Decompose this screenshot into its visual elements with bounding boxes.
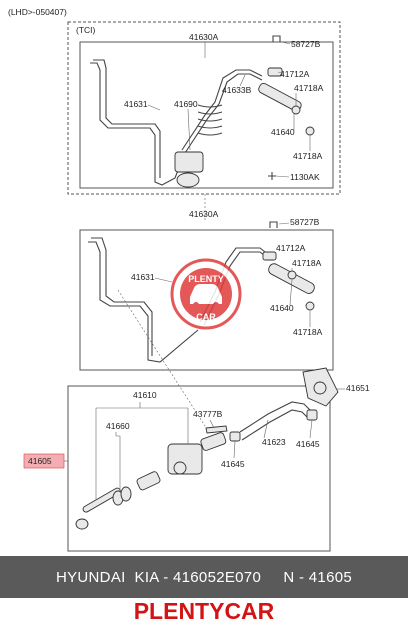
boot-ring-2 (120, 486, 132, 502)
header-note: (LHD>-050407) (8, 7, 67, 17)
callout-41718a-top-2: 41718A (293, 151, 323, 161)
top-pipe-right-outer (184, 73, 263, 154)
lower-fitting (229, 431, 241, 442)
mid-clip (269, 221, 278, 228)
lower-frame (67, 385, 331, 552)
top-washer-2 (305, 126, 315, 136)
callout-41690-top: 41690 (174, 99, 198, 109)
parts-diagram: (LHD>-050407) (TCI) 41630A 58727B 41712A… (8, 7, 370, 552)
callout-41623: 41623 (262, 437, 286, 447)
callout-43777b: 43777B (193, 409, 223, 419)
top-cylinder-body (174, 151, 204, 173)
mid-connector (262, 251, 277, 261)
top-bolt (268, 172, 276, 180)
callout-58727b-mid: 58727B (290, 217, 320, 227)
callout-41630a-mid: 41630A (189, 209, 219, 219)
lower-hose-end (306, 409, 318, 421)
mid-pipe-long-outer (91, 237, 153, 356)
bracket-plate-hole (313, 381, 327, 395)
callout-1130ak-top: 1130AK (290, 172, 320, 182)
callout-41633b-top: 41633B (222, 85, 252, 95)
lower-hose (239, 401, 313, 433)
callout-41718a-mid-2: 41718A (293, 327, 323, 337)
callout-41631-top: 41631 (124, 99, 148, 109)
top-inner-frame (79, 41, 334, 189)
top-coil (197, 104, 223, 136)
top-pipe-long-outer (93, 59, 161, 178)
top-pipe-right (181, 69, 263, 151)
top-cylinder-base (176, 172, 200, 188)
push-rod-eye (75, 518, 89, 530)
slave-cylinder-port (173, 461, 187, 475)
callout-58727b-top: 58727B (291, 39, 321, 49)
callout-41610: 41610 (133, 390, 157, 400)
tci-frame (67, 21, 341, 195)
watermark-top-word: PLENTY (188, 274, 224, 284)
callout-41630a-top: 41630A (189, 32, 219, 42)
plentycar-watermark: PLENTY CAR (170, 258, 242, 330)
callout-41640-mid: 41640 (270, 303, 294, 313)
car-icon (190, 284, 222, 304)
piston (136, 471, 161, 491)
car-wheel-right (213, 302, 219, 308)
bleeder-screw (205, 425, 228, 434)
callout-41640-top: 41640 (271, 127, 295, 137)
mid-washer-1 (287, 270, 297, 280)
tci-label: (TCI) (76, 25, 96, 35)
slave-cylinder-neck (200, 432, 227, 451)
part-number-text: HYUNDAI KIA - 416052E070 N - 41605 (55, 568, 353, 586)
callout-41712a-top: 41712A (280, 69, 310, 79)
callout-41645-mid: 41645 (221, 459, 245, 469)
part-number-banner: HYUNDAI KIA - 416052E070 N - 41605 (0, 556, 408, 598)
callout-41605: 41605 (28, 456, 52, 466)
callout-41712a-mid: 41712A (276, 243, 306, 253)
callout-41718a-mid-1: 41718A (292, 258, 322, 268)
top-pipe-long (90, 62, 183, 186)
mid-washer-2 (305, 301, 315, 311)
callout-41645-right: 41645 (296, 439, 320, 449)
callout-41660: 41660 (106, 421, 130, 431)
top-hose (258, 82, 302, 112)
mid-pipe-long (88, 241, 199, 363)
callout-41651: 41651 (346, 383, 370, 393)
top-clip (272, 35, 281, 42)
lower-hose-outer (241, 409, 309, 441)
callout-41631-mid: 41631 (131, 272, 155, 282)
middle-frame (79, 229, 334, 371)
top-connector (267, 67, 283, 77)
top-washer-1 (291, 105, 301, 115)
watermark-bottom-word: CAR (196, 312, 216, 322)
brand-name: PLENTYCAR (133, 598, 275, 624)
callout-41718a-top-1: 41718A (294, 83, 324, 93)
car-wheel-left (193, 302, 199, 308)
